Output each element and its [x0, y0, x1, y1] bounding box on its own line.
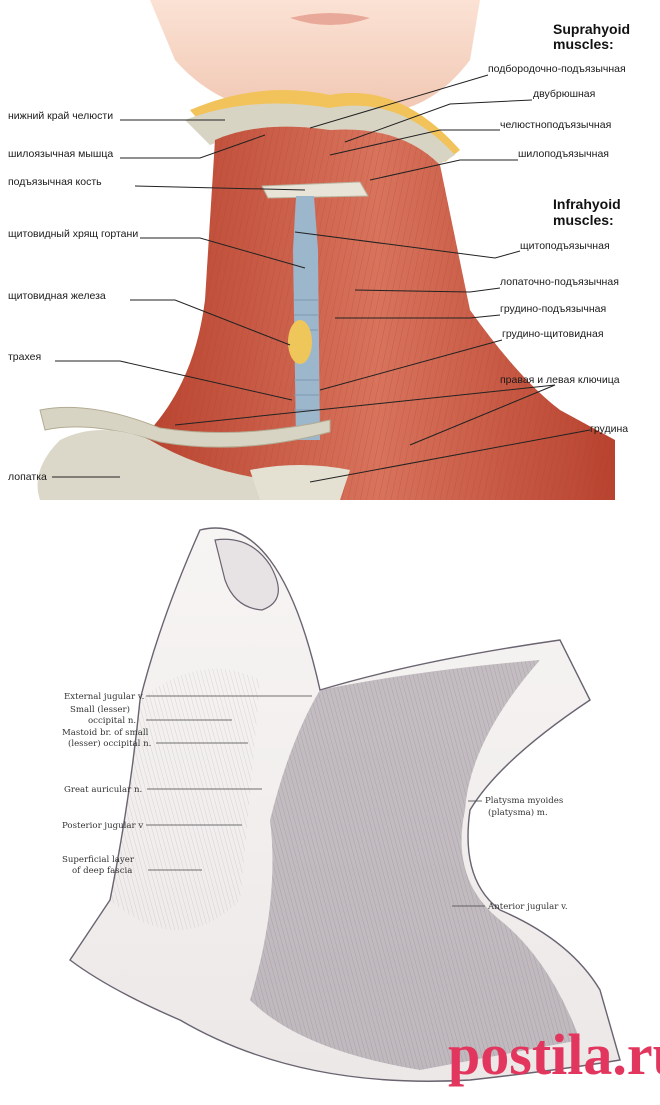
label-lesser-occipital-n: (lesser) occipital n.: [68, 738, 151, 749]
label-omohyoid: лопаточно-подъязычная: [500, 276, 619, 288]
bottom-right-leaders: [452, 800, 485, 907]
label-thyrohyoid: щитоподъязычная: [520, 240, 610, 252]
sternum: [250, 465, 350, 500]
top-left-leaders: [52, 119, 306, 478]
label-sternum: грудина: [590, 423, 628, 435]
label-trachea: трахея: [8, 351, 41, 363]
hyoid-bone: [261, 181, 369, 199]
label-hyoid-bone: подъязычная кость: [8, 176, 102, 188]
label-digastric: двубрюшная: [533, 88, 595, 100]
label-platysma-myoides: Platysma myoides: [485, 796, 563, 806]
label-styloglossus: шилоязычная мышца: [8, 148, 113, 160]
label-occipital-n: occipital n.: [88, 716, 136, 726]
label-posterior-jugular: Posterior jugular v: [62, 821, 143, 831]
label-stylohyoid: шилоподъязычная: [518, 148, 609, 160]
label-great-auricular: Great auricular n.: [64, 785, 142, 795]
top-illustration: Suprahyoid muscles: Infrahyoid muscles: …: [0, 0, 660, 501]
label-scapula: лопатка: [8, 471, 47, 483]
thyroid-gland: [288, 320, 312, 364]
infrahyoid-heading-2: muscles:: [553, 212, 614, 228]
infrahyoid-heading-1: Infrahyoid: [553, 196, 621, 212]
label-geniohyoid: подбородочно-подъязычная: [488, 63, 626, 75]
face-skin: [150, 0, 480, 115]
label-sternohyoid: грудино-подъязычная: [500, 303, 606, 315]
label-mastoid-br: Mastoid br. of small: [62, 728, 149, 738]
label-lower-jaw-edge: нижний край челюсти: [8, 110, 113, 122]
watermark: postila.ru: [448, 1022, 660, 1087]
ear: [214, 538, 279, 611]
label-external-jugular: External jugular v.: [64, 692, 144, 702]
deep-fascia: [110, 668, 260, 930]
muscle-fibers: [140, 126, 615, 501]
top-right-leaders: [174, 74, 591, 483]
bottom-left-leaders: [146, 695, 312, 871]
label-platysma-m: (platysma) m.: [488, 807, 548, 818]
jaw-bone: [185, 103, 455, 170]
scapula: [37, 430, 290, 500]
label-clavicles: правая и левая ключица: [500, 374, 620, 386]
label-thyroid-gland: щитовидная железа: [8, 290, 106, 302]
label-sternothyroid: грудино-щитовидная: [502, 328, 604, 340]
trachea: [293, 196, 320, 440]
label-superficial-layer: Superficial layer: [62, 855, 135, 865]
label-anterior-jugular: Anterior jugular v.: [487, 902, 568, 912]
platysma-fibers: [250, 660, 580, 1070]
label-deep-fascia: of deep fascia: [72, 866, 132, 876]
label-small-lesser: Small (lesser): [70, 704, 130, 715]
label-mylohyoid: челюстноподъязычная: [500, 119, 611, 131]
label-thyroid-cartilage: щитовидный хрящ гортани: [8, 228, 138, 240]
suprahyoid-heading-2: muscles:: [553, 36, 614, 52]
suprahyoid-heading-1: Suprahyoid: [553, 21, 630, 37]
lips: [290, 13, 370, 25]
bottom-illustration: External jugular v. Small (lesser) occip…: [0, 500, 660, 1100]
